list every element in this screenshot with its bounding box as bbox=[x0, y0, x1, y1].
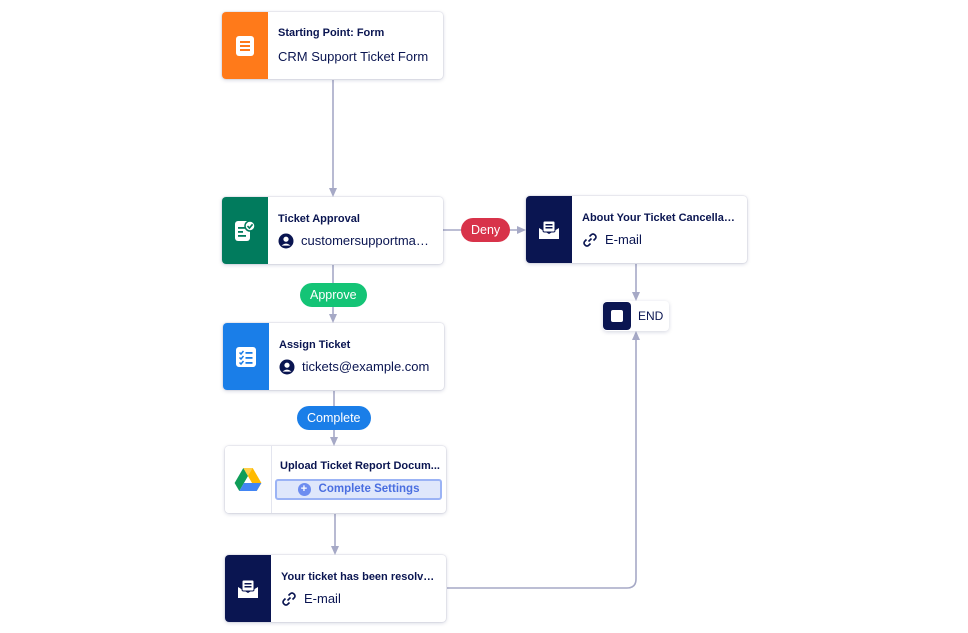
google-drive-icon bbox=[234, 468, 262, 491]
assign-node-assignee: tickets@example.com bbox=[302, 359, 430, 374]
upload-report-node[interactable]: Upload Ticket Report Docum... + Complete… bbox=[225, 446, 446, 513]
cancel-email-subtitle: E-mail bbox=[605, 232, 642, 247]
complete-settings-button[interactable]: + Complete Settings bbox=[275, 478, 442, 500]
approval-node-assignee: customersupportman... bbox=[301, 233, 433, 248]
start-node-title: Starting Point: Form bbox=[278, 27, 385, 39]
end-label: END bbox=[638, 309, 664, 323]
complete-branch-label[interactable]: Complete bbox=[297, 406, 371, 430]
end-node[interactable]: END bbox=[603, 301, 669, 331]
assign-node-title: Assign Ticket bbox=[279, 338, 351, 351]
connector-resolved-to-end bbox=[447, 331, 640, 589]
user-icon bbox=[279, 359, 295, 374]
stop-icon bbox=[611, 310, 623, 322]
approval-node-title: Ticket Approval bbox=[278, 212, 360, 225]
resolved-email-node[interactable]: Your ticket has been resolved. E-mail bbox=[225, 555, 446, 622]
link-icon bbox=[282, 591, 296, 606]
cancel-email-title: About Your Ticket Cancellation bbox=[582, 211, 737, 224]
cancellation-email-node[interactable]: About Your Ticket Cancellation E-mail bbox=[526, 196, 747, 263]
email-icon bbox=[238, 579, 258, 598]
resolved-email-subtitle: E-mail bbox=[304, 591, 341, 606]
assign-icon-box bbox=[223, 323, 269, 390]
assign-ticket-node[interactable]: Assign Ticket tickets@example.com bbox=[223, 323, 444, 390]
start-node-subtitle: CRM Support Ticket Form bbox=[278, 49, 429, 64]
plus-icon: + bbox=[297, 482, 311, 496]
task-list-icon bbox=[236, 346, 256, 367]
approve-branch-label[interactable]: Approve bbox=[300, 283, 367, 307]
start-form-node[interactable]: Starting Point: Form CRM Support Ticket … bbox=[222, 12, 443, 79]
approval-icon-box bbox=[222, 197, 268, 264]
form-icon-box bbox=[222, 12, 268, 79]
email-icon bbox=[539, 220, 559, 239]
end-icon-box bbox=[603, 302, 631, 330]
deny-branch-label[interactable]: Deny bbox=[461, 218, 511, 242]
complete-settings-label: Complete Settings bbox=[318, 483, 420, 495]
user-icon bbox=[278, 233, 294, 248]
resolved-email-title: Your ticket has been resolved. bbox=[281, 570, 436, 583]
approval-icon bbox=[235, 219, 256, 241]
form-icon bbox=[236, 35, 254, 56]
link-icon bbox=[583, 232, 597, 247]
upload-node-title: Upload Ticket Report Docum... bbox=[280, 459, 440, 472]
resolved-email-icon-box bbox=[225, 555, 271, 622]
drive-icon-box bbox=[225, 446, 272, 513]
cancel-email-icon-box bbox=[526, 196, 572, 263]
ticket-approval-node[interactable]: Ticket Approval customersupportman... bbox=[222, 197, 443, 264]
